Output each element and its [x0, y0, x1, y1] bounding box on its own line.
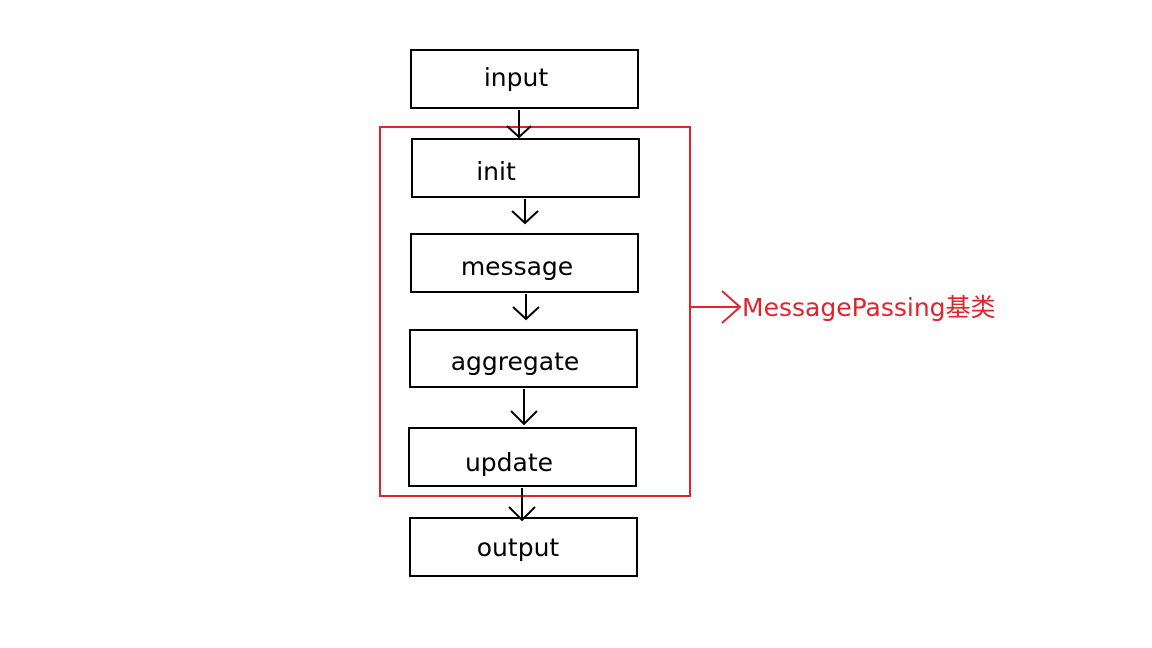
- edge-aggregate-update: [510, 389, 538, 426]
- node-aggregate-box: [409, 329, 638, 388]
- node-input: input: [410, 49, 639, 109]
- node-message: message: [410, 233, 639, 293]
- node-input-label: input: [484, 63, 549, 92]
- node-aggregate-label: aggregate: [451, 347, 580, 376]
- node-message-box: [410, 233, 639, 293]
- node-update-box: [408, 427, 637, 487]
- node-aggregate: aggregate: [409, 329, 638, 388]
- node-init-label: init: [476, 157, 516, 186]
- edge-init-message: [511, 199, 539, 225]
- node-update: update: [408, 427, 637, 487]
- node-init-box: [411, 138, 640, 198]
- group-pointer-arrow: [690, 290, 742, 324]
- node-output: output: [409, 517, 638, 577]
- group-label: MessagePassing基类: [742, 293, 996, 322]
- node-output-label: output: [477, 533, 560, 562]
- edge-input-init: [506, 110, 532, 139]
- node-output-box: [409, 517, 638, 577]
- edge-update-output: [508, 488, 536, 522]
- node-message-label: message: [461, 252, 573, 281]
- message-passing-group-frame: [379, 126, 691, 497]
- node-input-box: [410, 49, 639, 109]
- edge-message-aggregate: [512, 294, 540, 321]
- node-init: init: [411, 138, 640, 198]
- node-update-label: update: [465, 448, 553, 477]
